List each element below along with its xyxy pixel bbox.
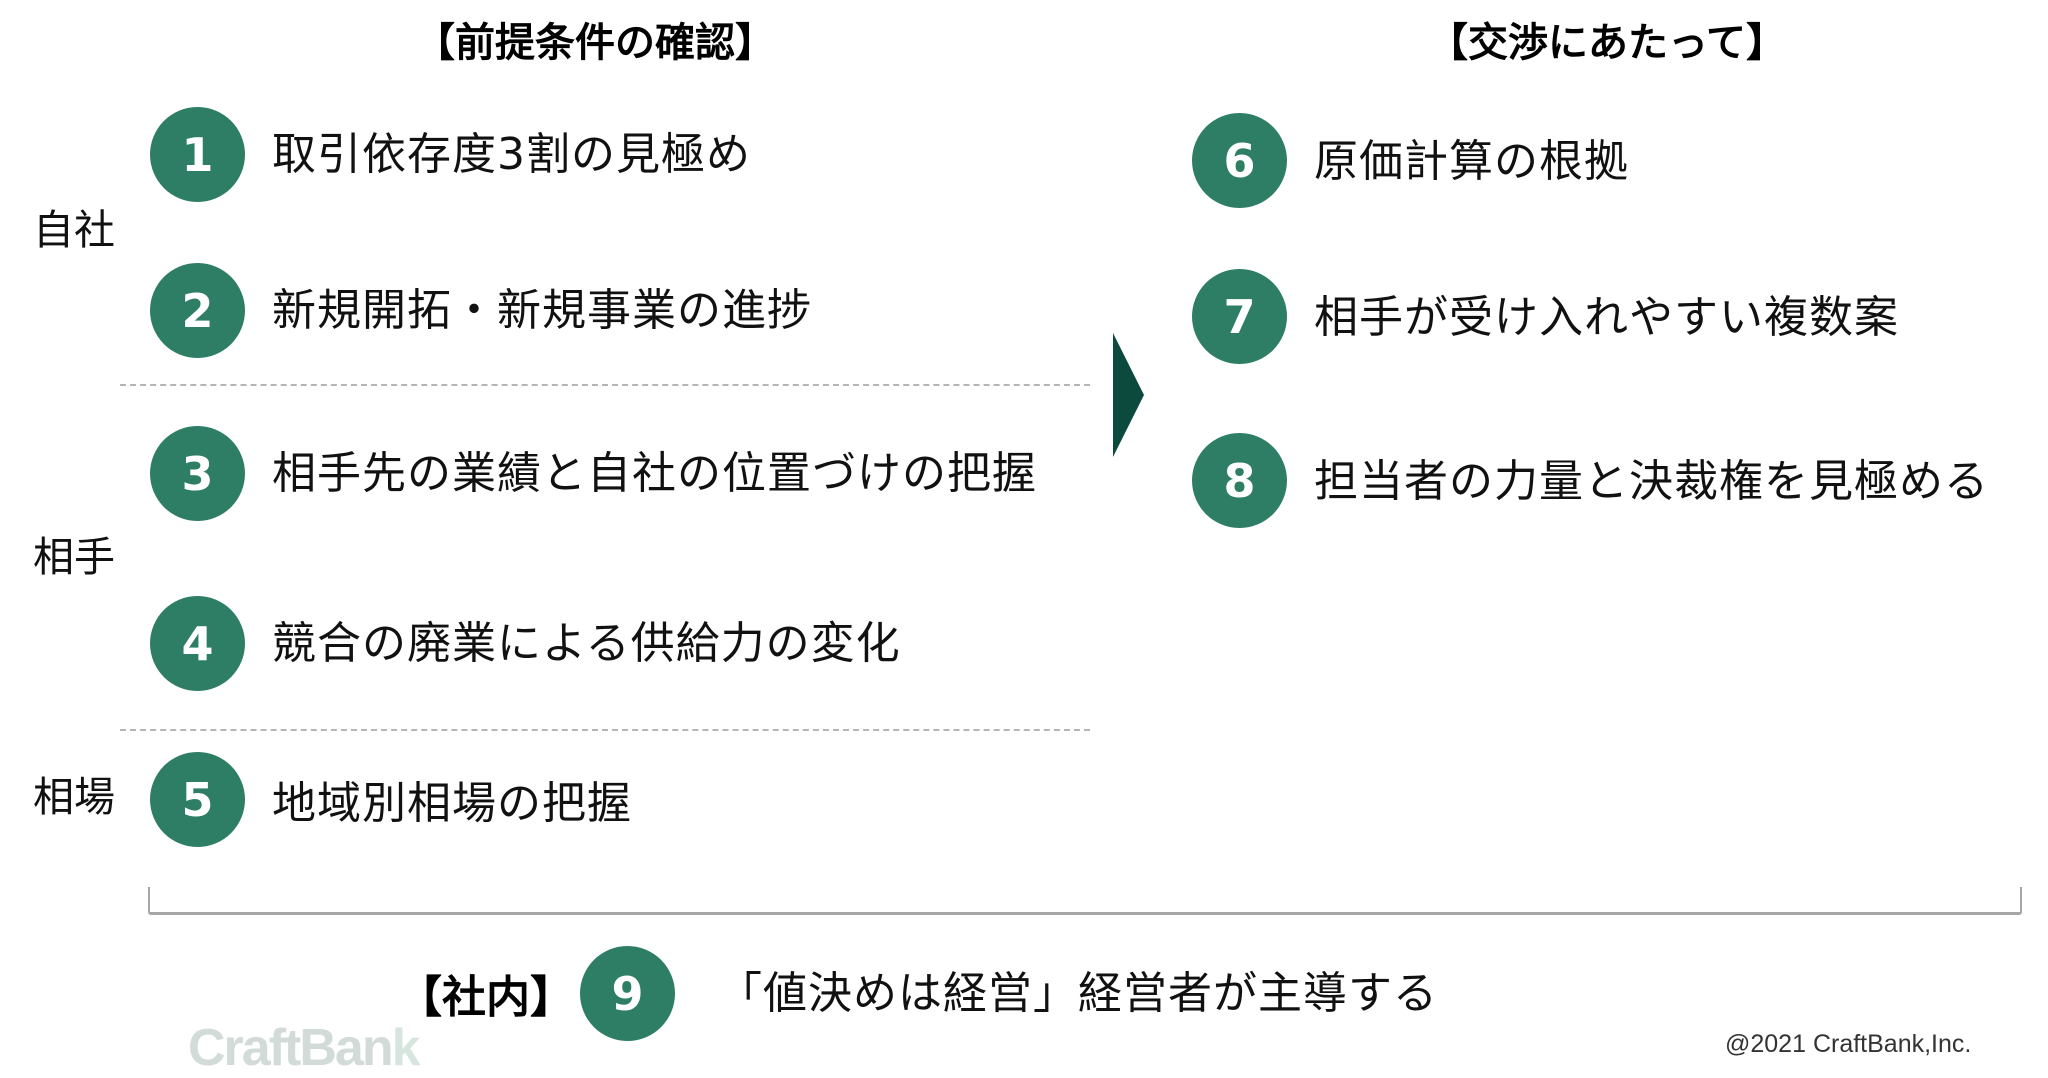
number-badge: 7 bbox=[1192, 269, 1287, 364]
number-badge: 9 bbox=[580, 946, 675, 1041]
item-text: 相手先の業績と自社の位置づけの把握 bbox=[272, 448, 1037, 499]
item-text: 担当者の力量と決裁権を見極める bbox=[1314, 456, 1989, 507]
item-text: 取引依存度3割の見極め bbox=[272, 129, 751, 180]
number-badge: 3 bbox=[150, 426, 245, 521]
number-badge: 4 bbox=[150, 596, 245, 691]
section-divider bbox=[120, 384, 1090, 386]
item-text: 地域別相場の把握 bbox=[272, 778, 632, 829]
item-text: 原価計算の根拠 bbox=[1314, 136, 1629, 187]
number-badge: 6 bbox=[1192, 113, 1287, 208]
item-text: 競合の廃業による供給力の変化 bbox=[272, 618, 901, 669]
category-label-market-price: 相場 bbox=[33, 773, 115, 821]
number-badge: 2 bbox=[150, 263, 245, 358]
item-text: 相手が受け入れやすい複数案 bbox=[1314, 292, 1899, 343]
internal-title: 【社内】 bbox=[398, 972, 574, 1023]
number-badge: 8 bbox=[1192, 433, 1287, 528]
craftbank-logo: CraftBank bbox=[188, 1018, 421, 1078]
number-badge: 1 bbox=[150, 107, 245, 202]
section-divider bbox=[120, 729, 1090, 731]
category-label-counterparty: 相手 bbox=[33, 533, 115, 581]
chevron-right-icon bbox=[1113, 333, 1144, 457]
item-text: 「値決めは経営」経営者が主導する bbox=[718, 968, 1438, 1019]
logo-text: CraftBan bbox=[188, 1019, 394, 1077]
grouping-bracket bbox=[148, 887, 2022, 915]
copyright: @2021 CraftBank,Inc. bbox=[1725, 1030, 1972, 1058]
negotiation-title: 【交渉にあたって】 bbox=[1428, 20, 1786, 66]
logo-k: k bbox=[391, 1019, 421, 1077]
prerequisites-title: 【前提条件の確認】 bbox=[415, 20, 775, 66]
category-label-own-company: 自社 bbox=[33, 206, 115, 254]
item-text: 新規開拓・新規事業の進捗 bbox=[272, 285, 812, 336]
number-badge: 5 bbox=[150, 752, 245, 847]
